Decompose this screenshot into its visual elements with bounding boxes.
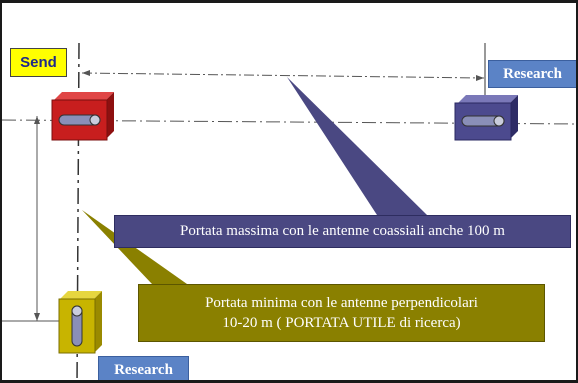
research-top-device [454,95,518,141]
min-range-callout: Portata minima con le antenne perpendico… [138,284,545,342]
research-bottom-label: Research [98,356,189,380]
research-bottom-device [58,291,102,354]
min-range-arrowhead-top [34,116,40,124]
research-top-label: Research [488,60,576,88]
min-range-arrowhead-bottom [34,313,40,321]
min-range-callout-line1: Portata minima con le antenne perpendico… [205,295,478,311]
max-range-callout: Portata massima con le antenne coassiali… [114,215,571,248]
max-range-arrowhead-right [476,75,484,81]
max-callout-pointer [287,77,427,215]
min-range-callout-line2: 10-20 m ( PORTATA UTILE di ricerca) [222,315,461,331]
max-range-arrowhead-left [82,70,90,76]
send-label: Send [10,48,67,77]
send-device [51,92,114,141]
max-range-arrow [81,72,485,79]
